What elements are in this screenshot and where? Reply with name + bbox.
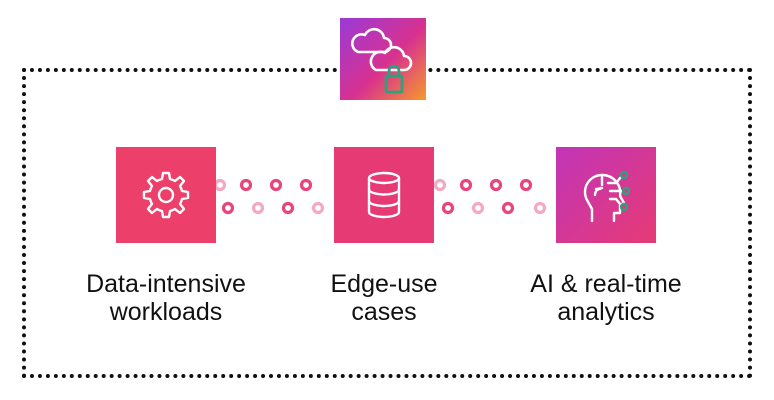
hub-tile	[340, 18, 426, 100]
node-tile-data-intensive	[116, 147, 216, 243]
node-label-ai-analytics: AI & real-time analytics	[530, 270, 682, 326]
ai-head-icon	[583, 170, 631, 223]
database-icon	[367, 171, 401, 219]
node-label-data-intensive: Data-intensive workloads	[86, 270, 246, 326]
cloud-lock-icon	[351, 27, 413, 94]
node-tile-edge-use	[334, 147, 434, 243]
node-tile-ai-analytics	[556, 147, 656, 243]
gear-icon	[142, 171, 190, 219]
node-label-edge-use: Edge-use cases	[330, 270, 438, 326]
